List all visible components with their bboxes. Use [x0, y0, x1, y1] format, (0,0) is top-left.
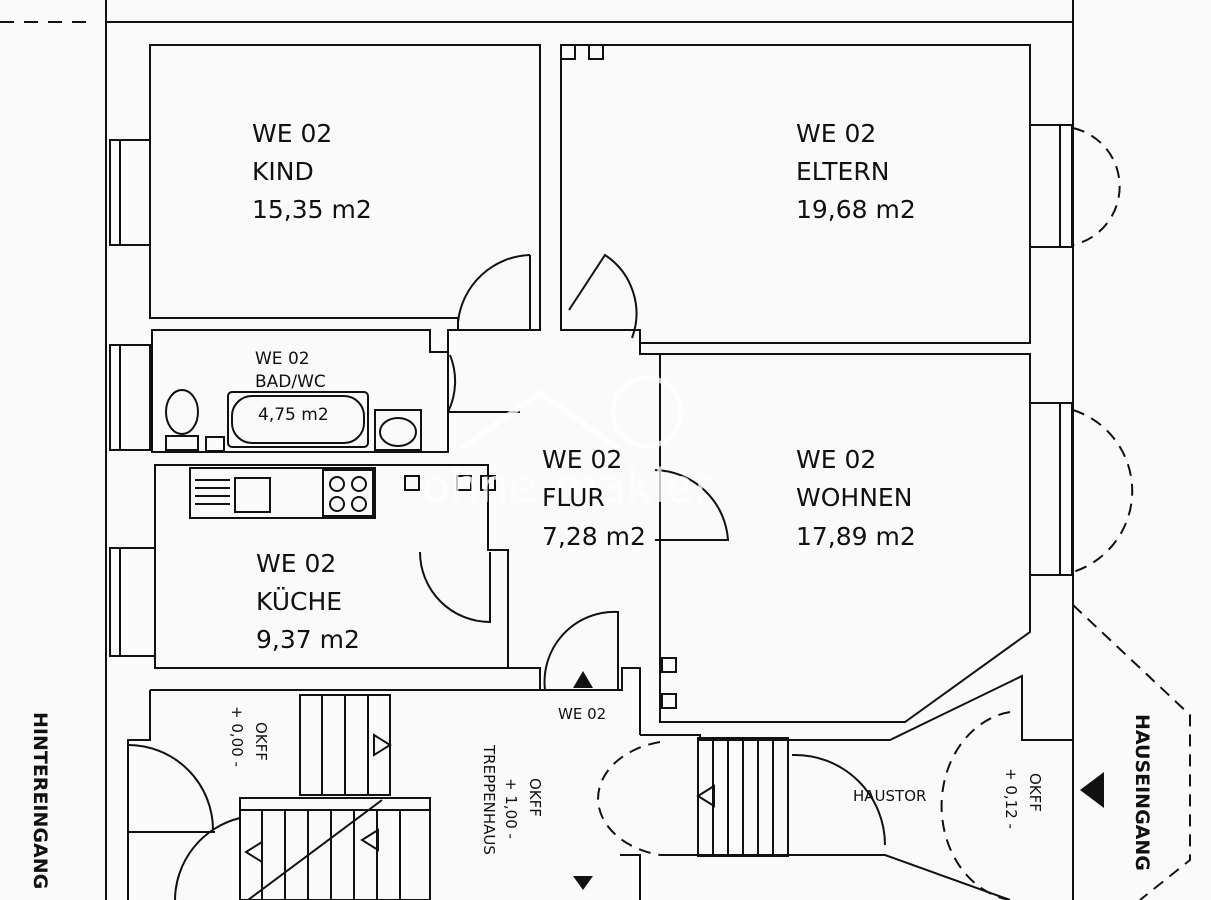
toilet-bowl: [165, 389, 199, 435]
watermark: ohne-makler: [422, 375, 713, 513]
eltern-unit: WE 02: [796, 119, 876, 148]
windows-left: [109, 139, 156, 657]
flur-unit: WE 02: [542, 445, 622, 474]
shaft-box: [661, 657, 677, 673]
room-eltern-outline: [560, 44, 1031, 344]
flur-walls: [447, 329, 458, 352]
stair-arrow: [244, 840, 263, 864]
washbasin: [374, 409, 422, 451]
stair-arrow: [373, 733, 392, 757]
treppenhaus-name: TREPPENHAUS: [480, 744, 498, 855]
door-swing: [654, 469, 730, 541]
small-box: [205, 436, 225, 452]
kueche-area: 9,37 m2: [256, 625, 360, 654]
hintereingang-label: HINTEREINGANG: [29, 712, 51, 889]
washbasin-bowl: [379, 417, 417, 447]
hauseingang-label: HAUSEINGANG: [1131, 714, 1153, 871]
wohnen-unit: WE 02: [796, 445, 876, 474]
door-swing: [568, 253, 638, 339]
shaft-box: [661, 693, 677, 709]
windows-right: [1029, 124, 1073, 576]
kind-name: KIND: [252, 157, 314, 186]
dashed-swings: [597, 127, 1191, 900]
eltern-name: ELTERN: [796, 157, 889, 186]
bad-unit: WE 02: [255, 349, 310, 369]
watermark-text: ohne-makler: [422, 459, 713, 513]
door-swing: [174, 817, 241, 900]
wohnen-area: 17,89 m2: [796, 522, 916, 551]
room-kueche-outline: [154, 464, 509, 669]
kind-area: 15,35 m2: [252, 195, 372, 224]
kind-unit: WE 02: [252, 119, 332, 148]
shaft-box: [480, 475, 496, 491]
bad-area: 4,75 m2: [258, 405, 329, 425]
stair-flight-right: [697, 737, 789, 857]
hinten-okff: OKFF: [252, 722, 270, 761]
door-swing: [543, 610, 619, 691]
kitchen-sink: [234, 477, 271, 513]
shaft-box: [404, 475, 420, 491]
bathtub: [227, 391, 369, 448]
shaft-box: [588, 44, 604, 60]
flur-area: 7,28 m2: [542, 522, 646, 551]
haus-okff: OKFF: [1026, 773, 1044, 812]
flur-name: FLUR: [542, 483, 605, 512]
door-swing: [457, 254, 531, 330]
hinten-level: + 0,00 -: [228, 706, 246, 767]
room-wohnen-outline: [659, 353, 1031, 723]
room-kind-outline: [149, 44, 541, 331]
kitchen-counter: [189, 467, 376, 519]
kueche-name: KÜCHE: [256, 587, 342, 616]
door-swing: [419, 551, 491, 624]
shaft-box: [560, 44, 576, 60]
door-swing: [791, 753, 886, 846]
direction-arrows: [573, 671, 1104, 890]
treppenhaus-level: + 1,00 -: [502, 778, 520, 839]
bathtub-inner: [231, 395, 365, 444]
toilet-tank: [165, 435, 199, 451]
wohnen-name: WOHNEN: [796, 483, 912, 512]
entry-unit-label: WE 02: [558, 705, 606, 723]
bad-name: BAD/WC: [255, 372, 326, 392]
stove: [322, 469, 374, 517]
haus-level: + 0,12 -: [1002, 768, 1020, 829]
haustor-label: HAUSTOR: [853, 787, 926, 805]
kueche-unit: WE 02: [256, 549, 336, 578]
stair-arrow: [360, 828, 379, 852]
door-swing: [447, 354, 520, 413]
treppenhaus-okff: OKFF: [526, 778, 544, 817]
outer-walls: [0, 0, 1074, 900]
door-swing: [127, 744, 214, 831]
stair-arrow: [696, 784, 715, 808]
eltern-area: 19,68 m2: [796, 195, 916, 224]
shaft-box: [456, 475, 472, 491]
stair-flight-left: [239, 694, 431, 900]
